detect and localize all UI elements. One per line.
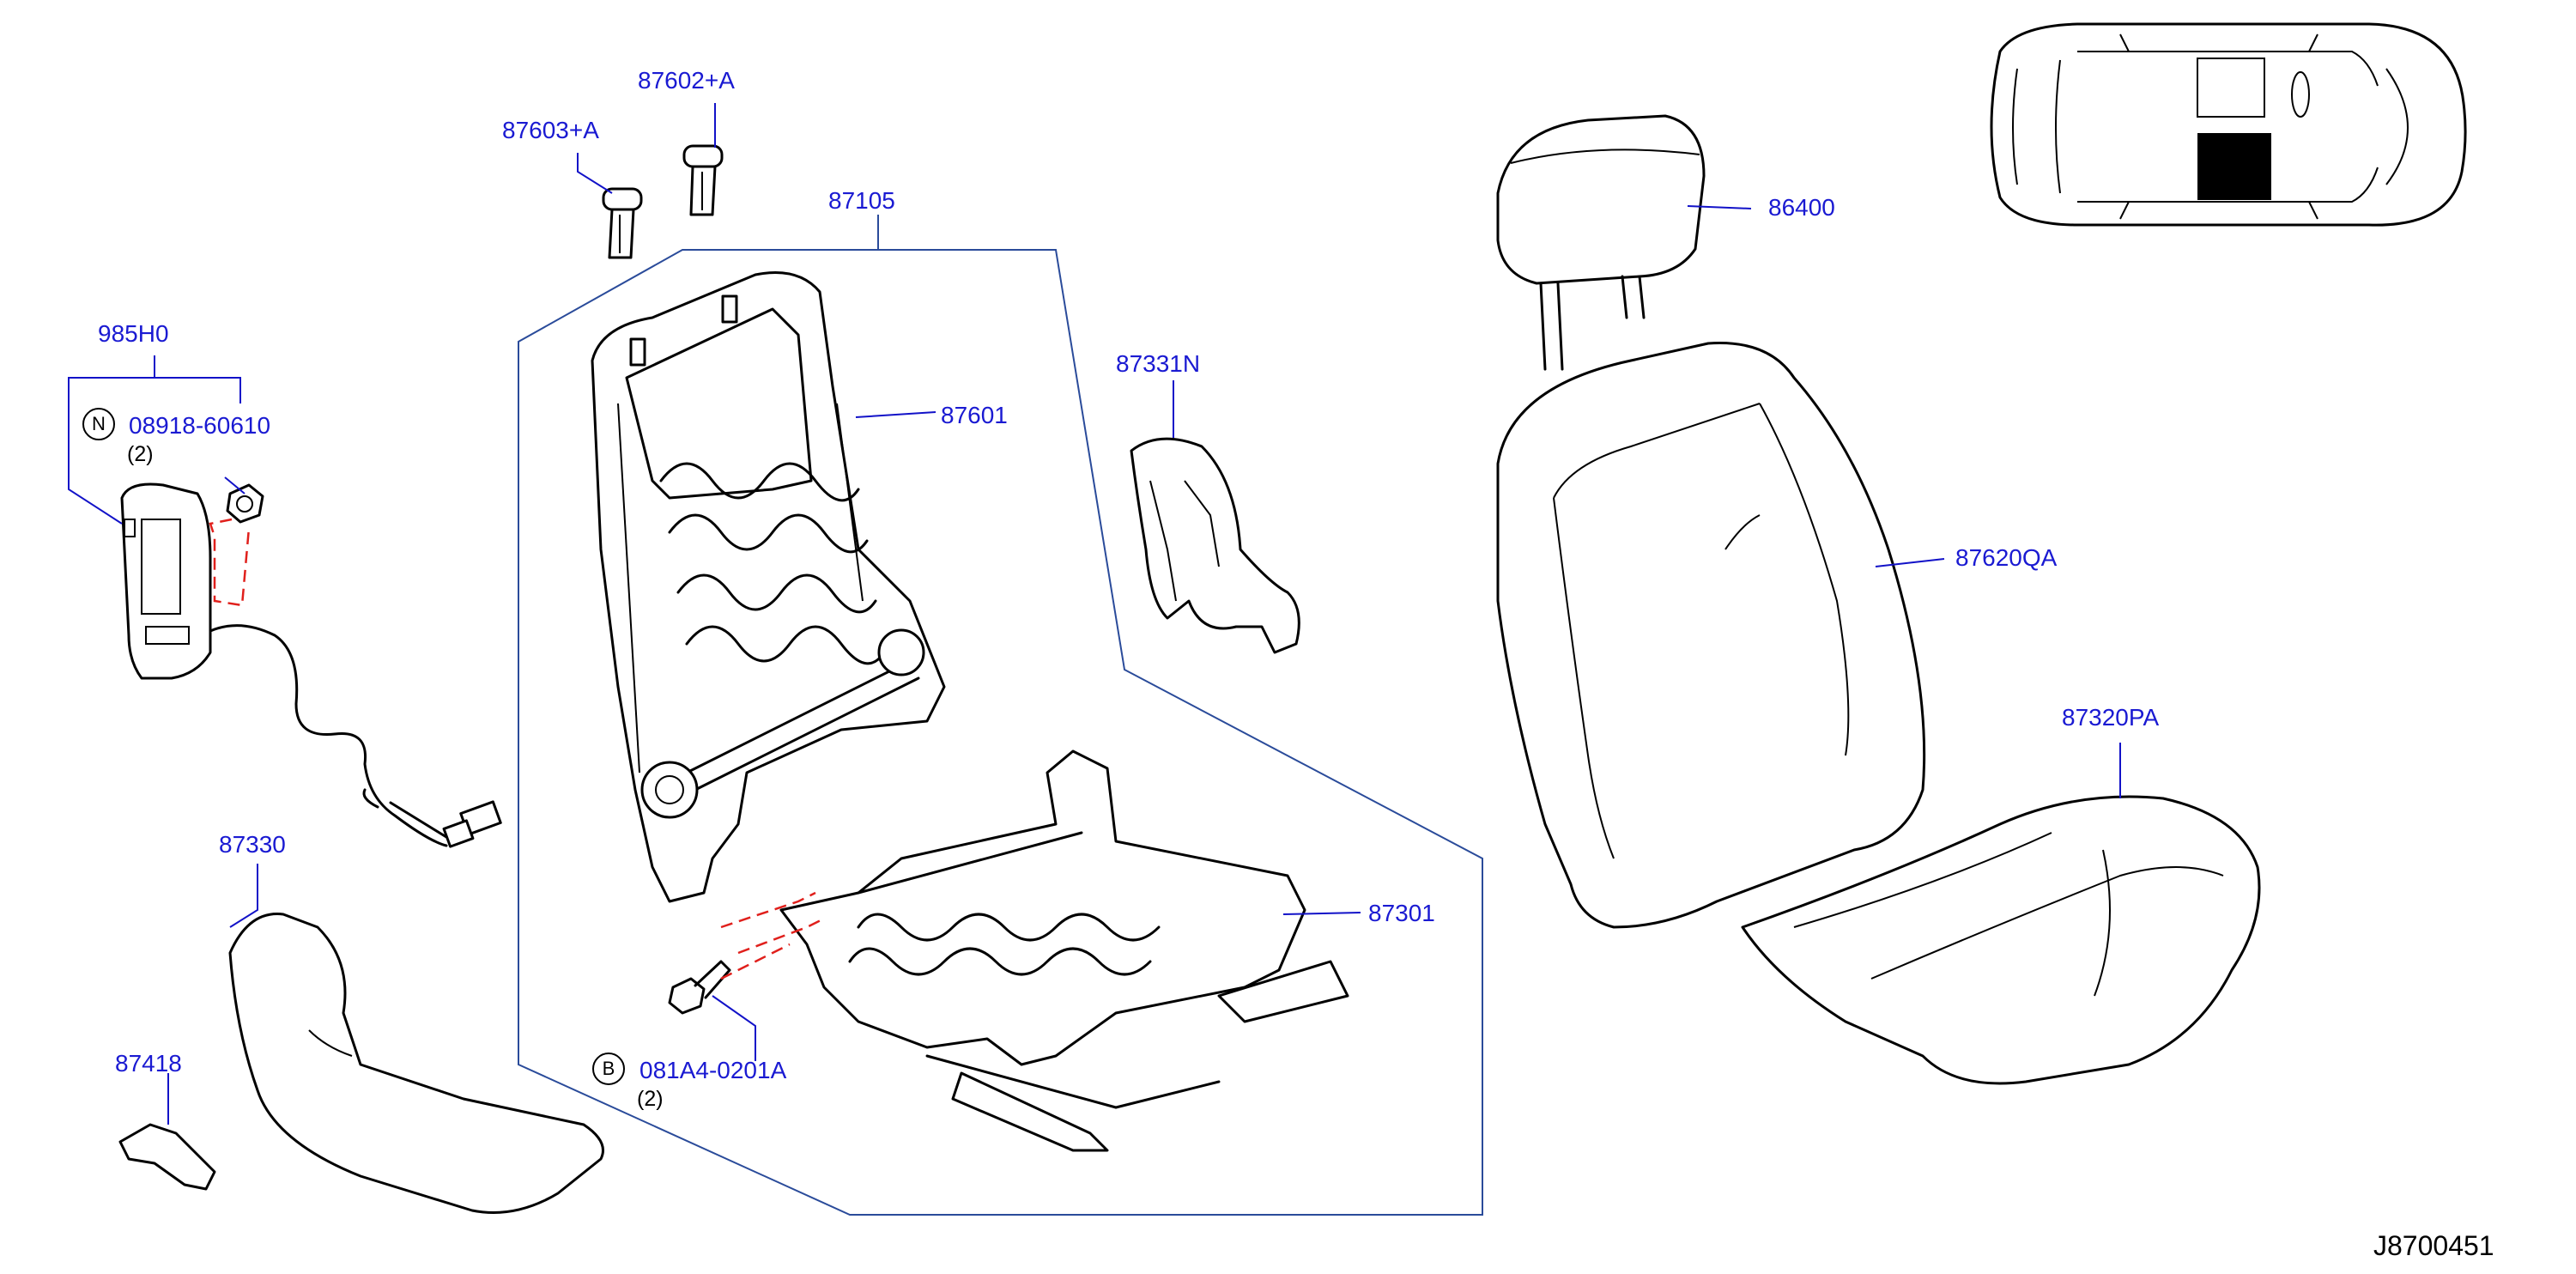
label-87301[interactable]: 87301 — [1368, 900, 1435, 926]
bolt-symbol: B — [592, 1053, 625, 1085]
cushion-trim-drawing — [1741, 795, 2261, 1085]
back-board-drawing — [1130, 437, 1300, 654]
vehicle-location-thumbnail — [1990, 22, 2467, 227]
label-87620qa[interactable]: 87620QA — [1955, 544, 2058, 571]
label-86400[interactable]: 86400 — [1768, 194, 1835, 221]
clip-87602-drawing — [682, 144, 724, 216]
back-trim-drawing — [1496, 342, 1926, 929]
label-08918-60610[interactable]: 08918-60610 — [129, 412, 271, 439]
label-87330[interactable]: 87330 — [219, 831, 286, 858]
assembly-callout-box — [518, 249, 1483, 1216]
leader-lines — [68, 103, 2121, 1125]
back-finisher-drawing — [228, 913, 604, 1214]
label-87418[interactable]: 87418 — [115, 1050, 182, 1077]
label-081a4-0201a[interactable]: 081A4-0201A — [639, 1057, 787, 1083]
label-87105[interactable]: 87105 — [828, 187, 895, 214]
label-87602-a[interactable]: 87602+A — [638, 67, 735, 94]
cushion-frame-drawing — [779, 749, 1349, 1152]
bolt-drawing — [668, 960, 731, 1015]
label-87603-a[interactable]: 87603+A — [502, 117, 599, 143]
label-87320pa[interactable]: 87320PA — [2062, 704, 2160, 731]
nut-symbol: N — [82, 408, 115, 440]
nut-drawing — [226, 483, 264, 524]
seat-back-frame-drawing — [591, 271, 946, 903]
label-87601[interactable]: 87601 — [941, 402, 1008, 428]
qty-081a4: (2) — [637, 1087, 664, 1111]
qty-08918: (2) — [127, 442, 154, 466]
diagram-id: J8700451 — [2373, 1230, 2494, 1261]
side-airbag-drawing — [120, 482, 502, 848]
headrest-drawing — [1496, 114, 1706, 371]
trim-drawing — [118, 1123, 216, 1191]
label-985h0[interactable]: 985H0 — [98, 320, 169, 347]
clip-87603-drawing — [602, 187, 643, 259]
label-87331n[interactable]: 87331N — [1116, 350, 1201, 377]
